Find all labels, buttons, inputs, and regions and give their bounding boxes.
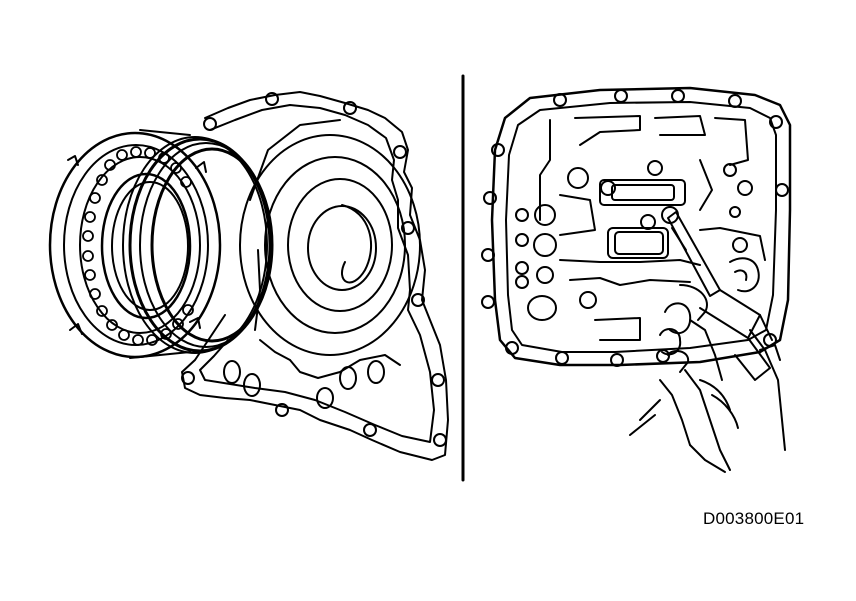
figure-code: D003800E01 bbox=[703, 509, 805, 528]
transmission-case-icon bbox=[181, 91, 449, 461]
clutch-drum-icon bbox=[48, 129, 274, 359]
hand-icon bbox=[629, 284, 786, 473]
right-panel bbox=[481, 86, 792, 473]
air-gun-icon bbox=[667, 211, 781, 381]
valve-body-icon bbox=[481, 86, 792, 367]
left-panel bbox=[48, 91, 449, 461]
